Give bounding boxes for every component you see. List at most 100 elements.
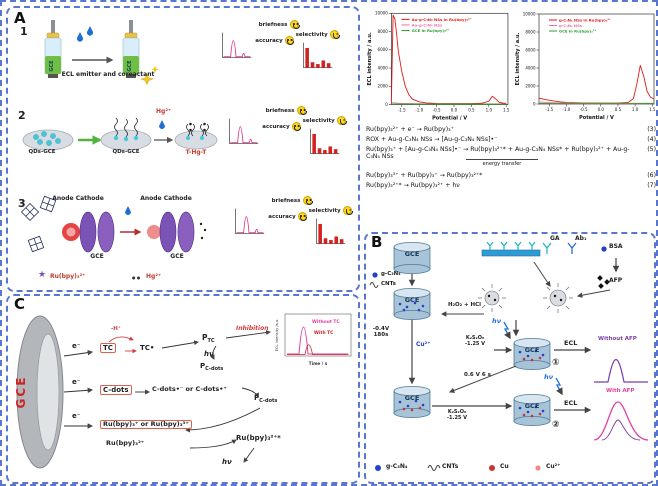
gce-label: GCE bbox=[404, 296, 420, 304]
ru-legend-label: Ru(bpy)₃²⁺ bbox=[50, 273, 86, 280]
step-3-number: 3 bbox=[18, 197, 26, 210]
smiley-icon bbox=[297, 106, 308, 115]
dna-strands bbox=[114, 117, 138, 138]
svg-text:Potential / V: Potential / V bbox=[579, 115, 614, 121]
hv-label-2: hν bbox=[222, 458, 232, 466]
svg-text:1.5: 1.5 bbox=[503, 108, 510, 113]
svg-text:8000: 8000 bbox=[378, 29, 389, 34]
svg-text:6000: 6000 bbox=[525, 47, 536, 52]
gce-label: GCE bbox=[404, 250, 420, 258]
panel-b: B GCE GCE GCE GCE GCE g-C₃N₄ CNTs -0.4V … bbox=[364, 232, 656, 484]
equation-5: Ru(bpy)₃⁺ + [Au-g-C₃N₄ NSs]•⁻ → Ru(bpy)₃… bbox=[366, 146, 656, 167]
legend-cu2-dot bbox=[535, 465, 541, 471]
svg-text:ECL intensity / a.u.: ECL intensity / a.u. bbox=[515, 32, 521, 85]
p-symbol: P bbox=[254, 394, 260, 402]
svg-text:2000: 2000 bbox=[525, 83, 536, 88]
minus-h-label: -H⁺ bbox=[111, 326, 121, 332]
ab1-label: Ab₁ bbox=[575, 235, 587, 242]
antibody-icons bbox=[486, 241, 536, 250]
droplet-icon bbox=[125, 206, 131, 215]
equation-6: Ru(bpy)₃³⁺ + Ru(bpy)₃⁺ → Ru(bpy)₃²⁺*(6) bbox=[366, 171, 656, 179]
svg-text:10000: 10000 bbox=[523, 11, 536, 16]
legend-cnts-squiggle bbox=[427, 465, 441, 471]
droplet-icon bbox=[87, 26, 93, 36]
svg-text:1.5: 1.5 bbox=[649, 107, 656, 112]
immunosensor-scheme bbox=[369, 241, 649, 471]
with-tc-curve bbox=[287, 344, 349, 355]
selectivity-bar-mini-chart bbox=[316, 218, 346, 245]
ga-label: GA bbox=[550, 235, 560, 242]
svg-text:g-C₃N₄ NSs in Ru(bpy)₃²⁺: g-C₃N₄ NSs in Ru(bpy)₃²⁺ bbox=[559, 17, 611, 22]
hg-dots-icon: ● ● bbox=[132, 275, 141, 280]
svg-text:ECL intensity / a.u.: ECL intensity / a.u. bbox=[367, 32, 373, 86]
electrode-disc bbox=[159, 211, 177, 253]
gcn-label: g-C₃N₄ bbox=[381, 271, 401, 277]
svg-text:-0.5: -0.5 bbox=[580, 107, 588, 112]
step3-anode-cathode-diagram bbox=[20, 195, 207, 253]
electron-label: e⁻ bbox=[72, 378, 81, 386]
svg-text:2000: 2000 bbox=[378, 84, 389, 89]
afp-diamond-icons bbox=[597, 275, 610, 289]
hv-label-1: hν bbox=[492, 317, 502, 325]
ecl-label-2: ECL bbox=[564, 399, 578, 407]
step-1-circle: ① bbox=[552, 358, 560, 368]
svg-text:0.0: 0.0 bbox=[451, 108, 458, 113]
smiley-icon bbox=[303, 196, 314, 205]
briefness-label: briefness bbox=[271, 197, 301, 204]
well-plate bbox=[481, 249, 541, 257]
svg-text:0.5: 0.5 bbox=[615, 107, 622, 112]
svg-text:-1.5: -1.5 bbox=[545, 107, 553, 112]
ecl-curve-mini-chart bbox=[222, 32, 252, 59]
with-afp-curve bbox=[593, 401, 649, 441]
svg-text:4000: 4000 bbox=[525, 65, 536, 70]
gce-label: GCE bbox=[524, 346, 540, 354]
selectivity-bar-mini-chart bbox=[303, 42, 333, 69]
p-tc-product: PTC bbox=[202, 333, 215, 344]
step2-qds-diagram bbox=[22, 117, 218, 151]
ru-star-icon: ★ bbox=[38, 270, 47, 280]
ru-ground-label: Ru(bpy)₃²⁺ bbox=[106, 439, 145, 447]
selectivity-bar-mini-chart bbox=[310, 128, 340, 155]
selectivity-label: selectivity bbox=[302, 117, 335, 124]
h2o2-hcl-label: H₂O₂ + HCl bbox=[448, 302, 482, 308]
anode-cathode-label-2: Anode Cathode bbox=[140, 195, 192, 202]
metrics-row1: briefness accuracy selectivity bbox=[213, 20, 345, 72]
svg-text:0: 0 bbox=[385, 102, 388, 107]
gce-label: GCE bbox=[524, 402, 540, 410]
svg-text:-0.5: -0.5 bbox=[433, 108, 441, 113]
with-tc-label: With TC bbox=[314, 330, 333, 336]
ru-redox-label: Ru(bpy)₃⁺ or Ru(bpy)₃³⁺ bbox=[100, 420, 192, 430]
ga-y-icon bbox=[542, 242, 552, 254]
smiley-icon bbox=[290, 20, 301, 29]
step-2-number: 2 bbox=[18, 109, 26, 122]
droplet-icon bbox=[159, 120, 165, 129]
cnts-label: CNTs bbox=[381, 281, 396, 287]
deposition-potential-label: -0.4V 180s bbox=[372, 326, 390, 339]
hv-label-2: hν bbox=[544, 373, 554, 381]
p-cdots-product: PC-dots bbox=[200, 362, 224, 372]
immunocomplex-icon bbox=[543, 283, 573, 313]
p-symbol: P bbox=[200, 362, 206, 370]
hg-ion-label: Hg²⁺ bbox=[156, 108, 172, 115]
panel-c: GCE C e⁻ e⁻ e⁻ -H⁺ TC TC• PTC Inhibition… bbox=[6, 294, 360, 484]
pulse-label: 0.6 V 6 s bbox=[464, 372, 491, 378]
briefness-label: briefness bbox=[265, 107, 295, 114]
svg-text:Au-g-C₃N₄ NSs: Au-g-C₃N₄ NSs bbox=[412, 22, 443, 27]
hv-lightning-icon bbox=[555, 377, 563, 396]
smiley-icon bbox=[342, 206, 353, 215]
selectivity-label: selectivity bbox=[295, 31, 328, 38]
svg-text:8000: 8000 bbox=[525, 29, 536, 34]
svg-text:1.0: 1.0 bbox=[632, 107, 639, 112]
svg-text:0: 0 bbox=[533, 101, 536, 106]
gce-label: GCE bbox=[404, 394, 420, 402]
legend-gcn-dot bbox=[375, 465, 381, 471]
without-afp-curve bbox=[594, 359, 648, 383]
panel-a-label: A bbox=[14, 9, 26, 27]
svg-text:4000: 4000 bbox=[378, 65, 389, 70]
ecl-label-1: ECL bbox=[564, 339, 578, 347]
p-symbol: P bbox=[202, 333, 208, 342]
smiley-icon bbox=[291, 122, 302, 131]
ab1-y-icon bbox=[567, 242, 577, 254]
legend-cu-dot bbox=[489, 465, 495, 471]
